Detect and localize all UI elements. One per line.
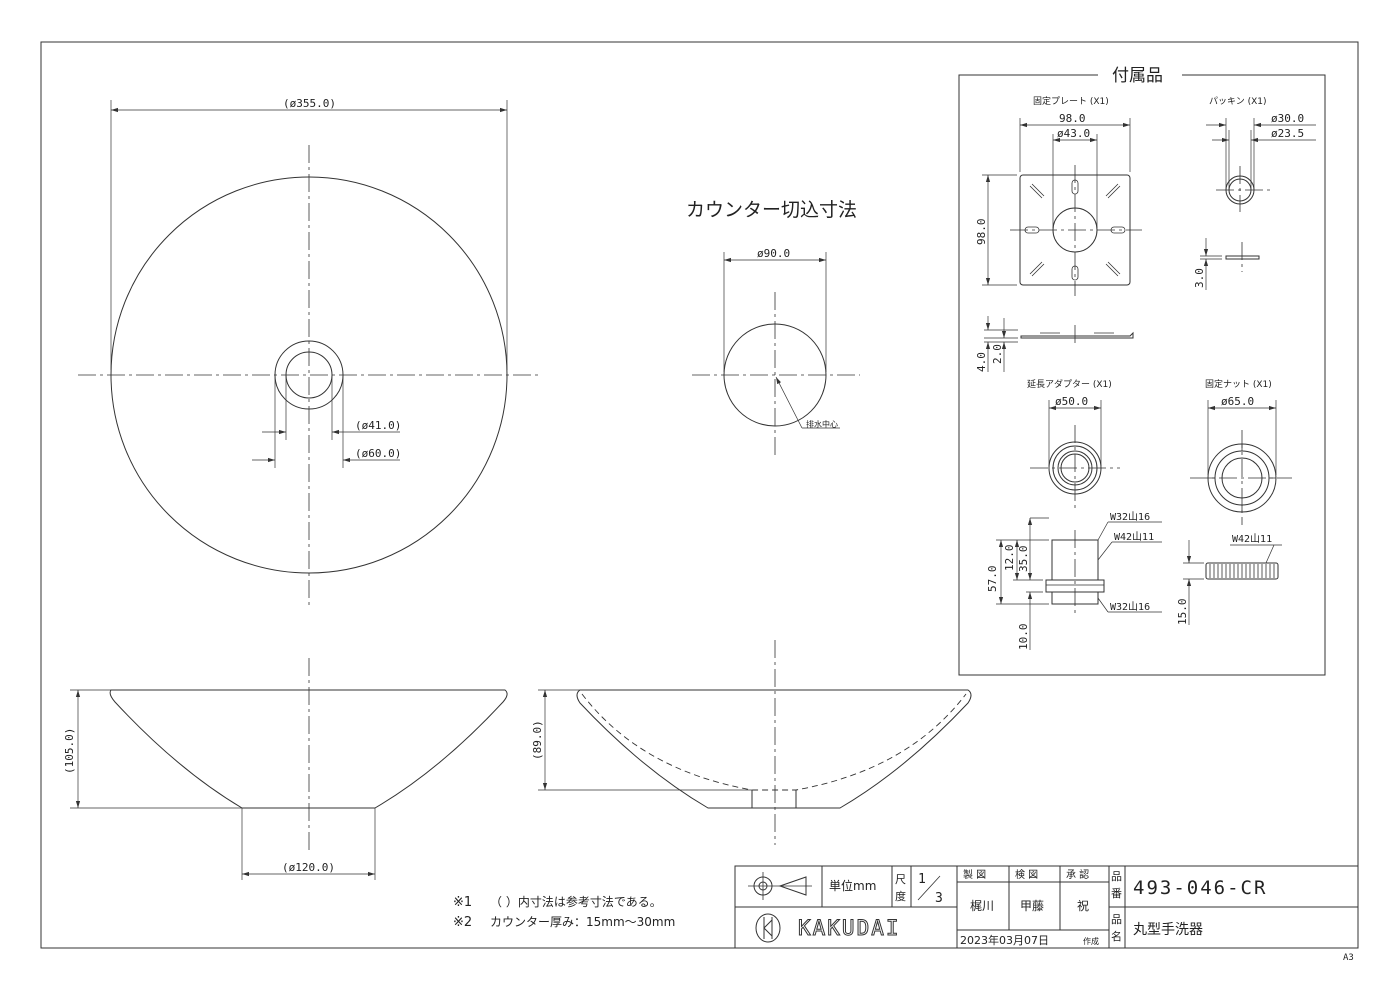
dim-adapter-bottom: 10.0 (1017, 624, 1030, 651)
extension-adapter: 延長アダプター (X1) ø50.0 W32山16 W4 (986, 378, 1162, 650)
dim-adapter-top: 12.0 (1003, 545, 1016, 572)
nut-thread: W42山11 (1232, 533, 1272, 545)
scale-label-a: 尺 (895, 873, 906, 886)
hdr-drawn: 製 図 (963, 868, 986, 881)
fixing-plate: 固定プレート (X1) 98.0 ø43.0 (975, 95, 1142, 372)
cutout-title: カウンター切込寸法 (686, 199, 857, 221)
dim-plate-thick: 2.0 (991, 344, 1004, 364)
created-suffix: 作成 (1083, 936, 1099, 946)
packing: パッキン (X1) ø30.0 ø23.5 3.0 (1193, 96, 1316, 290)
unit-label: 単位mm (829, 878, 876, 893)
basin-plan-view: (ø355.0) (ø41.0) (ø60.0) (78, 97, 540, 605)
dim-packing-thick: 3.0 (1193, 268, 1206, 288)
dim-drain-outer: (ø60.0) (355, 447, 401, 460)
part-number: 493-046-CR (1133, 877, 1267, 899)
basin-section-inner (581, 693, 967, 791)
basin-section-view: (89.0) (531, 640, 972, 845)
scale-label-b: 度 (895, 889, 906, 903)
dim-packing-inner: ø23.5 (1271, 127, 1304, 140)
dim-plate-thick-total: 4.0 (975, 352, 988, 372)
dim-plate-width: 98.0 (1059, 112, 1086, 125)
sheet-size-label: A3 (1343, 953, 1354, 963)
note2-mark: ※2 (453, 915, 472, 930)
part-no-label-a: 品 (1111, 870, 1122, 883)
dim-nut-diameter: ø65.0 (1221, 395, 1254, 408)
projection-symbol-icon (748, 872, 812, 900)
basin-section-outline (576, 689, 972, 809)
dim-nut-height: 15.0 (1176, 599, 1189, 626)
accessories-title: 付属品 (1112, 66, 1163, 86)
dim-drain-inner: (ø41.0) (355, 419, 401, 432)
basin-side-outline (109, 689, 508, 809)
dim-plate-height: 98.0 (975, 219, 988, 246)
kakudai-logo: KAKUDAI (755, 913, 901, 943)
packing-label: パッキン (X1) (1209, 96, 1267, 107)
dim-adapter-total: 57.0 (986, 566, 999, 593)
adapter-thread-bottom: W32山16 (1110, 601, 1150, 613)
dim-packing-outer: ø30.0 (1271, 112, 1304, 125)
adapter-label: 延長アダプター (X1) (1027, 378, 1112, 390)
fixing-nut: 固定ナット (X1) ø65.0 W42山11 15.0 (1176, 378, 1292, 625)
scale-den: 3 (935, 891, 943, 906)
adapter-thread-top: W32山16 (1110, 511, 1150, 523)
dim-side-base: (ø120.0) (282, 861, 335, 874)
drawing-border (40, 41, 1359, 949)
plate-label: 固定プレート (X1) (1033, 95, 1109, 107)
dim-section-depth: (89.0) (531, 720, 544, 760)
created-date: 2023年03月07日 (960, 933, 1049, 947)
nut-label: 固定ナット (X1) (1205, 378, 1272, 390)
dim-plate-hole: ø43.0 (1057, 127, 1090, 140)
part-name-label-b: 名 (1111, 929, 1122, 943)
hdr-checked: 検 図 (1015, 868, 1038, 881)
brand-name: KAKUDAI (798, 916, 901, 940)
dim-adapter-diameter: ø50.0 (1055, 395, 1088, 408)
note1-mark: ※1 (453, 895, 472, 910)
scale-num: 1 (918, 872, 926, 887)
counter-cutout-view: カウンター切込寸法 ø90.0 排水中心 (686, 199, 860, 458)
name-drawn: 梶川 (970, 899, 994, 913)
dim-outer-diameter: (ø355.0) (283, 97, 336, 110)
dim-adapter-mid: 35.0 (1017, 546, 1030, 573)
note1-text: （ ）内寸法は参考寸法である。 (490, 894, 662, 909)
adapter-thread-mid: W42山11 (1114, 531, 1154, 543)
drain-center-label: 排水中心 (806, 419, 838, 429)
part-name: 丸型手洗器 (1133, 922, 1203, 938)
name-checked: 甲藤 (1020, 899, 1044, 913)
dim-cutout-diameter: ø90.0 (757, 247, 790, 260)
basin-side-view: (105.0) (ø120.0) (63, 658, 508, 880)
notes: ※1 （ ）内寸法は参考寸法である。 ※2 カウンター厚み：15mm～30mm (453, 894, 675, 930)
title-block: 単位mm 尺 度 1 3 KAKUDAI 製 図 検 図 承 認 梶川 甲藤 祝… (734, 865, 1359, 949)
name-approved: 祝 (1077, 899, 1089, 913)
note2-text: カウンター厚み：15mm～30mm (490, 915, 675, 929)
part-name-label-a: 品 (1111, 913, 1122, 926)
part-no-label-b: 番 (1111, 887, 1122, 900)
hdr-approved: 承 認 (1066, 868, 1089, 881)
dim-side-height: (105.0) (63, 728, 76, 774)
accessories-panel: 付属品 固定プレート (X1) 98.0 ø43.0 (958, 66, 1326, 676)
